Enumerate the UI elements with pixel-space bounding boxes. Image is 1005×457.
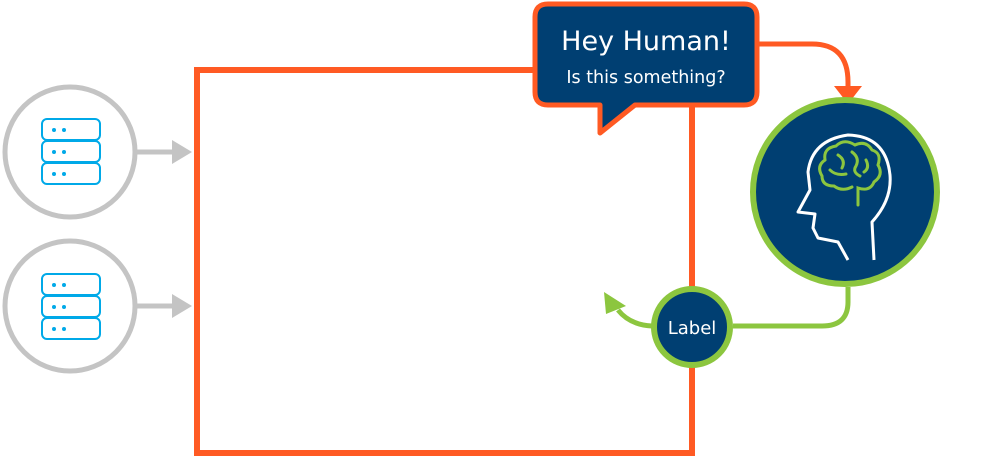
human-node-circle bbox=[750, 97, 940, 287]
bubble-subtitle: Is this something? bbox=[566, 68, 725, 88]
database-icon bbox=[41, 118, 101, 185]
database-icon bbox=[41, 273, 101, 340]
arrow-head-icon bbox=[172, 294, 192, 318]
data-source-2 bbox=[2, 238, 192, 374]
arrow-back-icon bbox=[604, 292, 626, 314]
data-source-circle bbox=[2, 84, 138, 220]
label-node-circle bbox=[651, 286, 733, 368]
label-node-text: Label bbox=[668, 318, 717, 339]
speech-bubble: Hey Human! Is this something? bbox=[532, 1, 760, 136]
human-head-brain-icon bbox=[796, 133, 892, 261]
data-source-circle bbox=[2, 238, 138, 374]
bubble-title: Hey Human! bbox=[561, 26, 731, 57]
brain-to-label-connector bbox=[733, 287, 851, 329]
model-process-box bbox=[194, 67, 695, 456]
bubble-to-brain-connector bbox=[757, 41, 851, 90]
arrow-head-icon bbox=[172, 140, 192, 164]
label-return-connector bbox=[616, 308, 653, 329]
human-brain-node bbox=[750, 97, 940, 287]
data-source-1 bbox=[2, 84, 192, 220]
label-node: Label bbox=[651, 286, 733, 368]
arrow-down-icon bbox=[834, 86, 862, 104]
